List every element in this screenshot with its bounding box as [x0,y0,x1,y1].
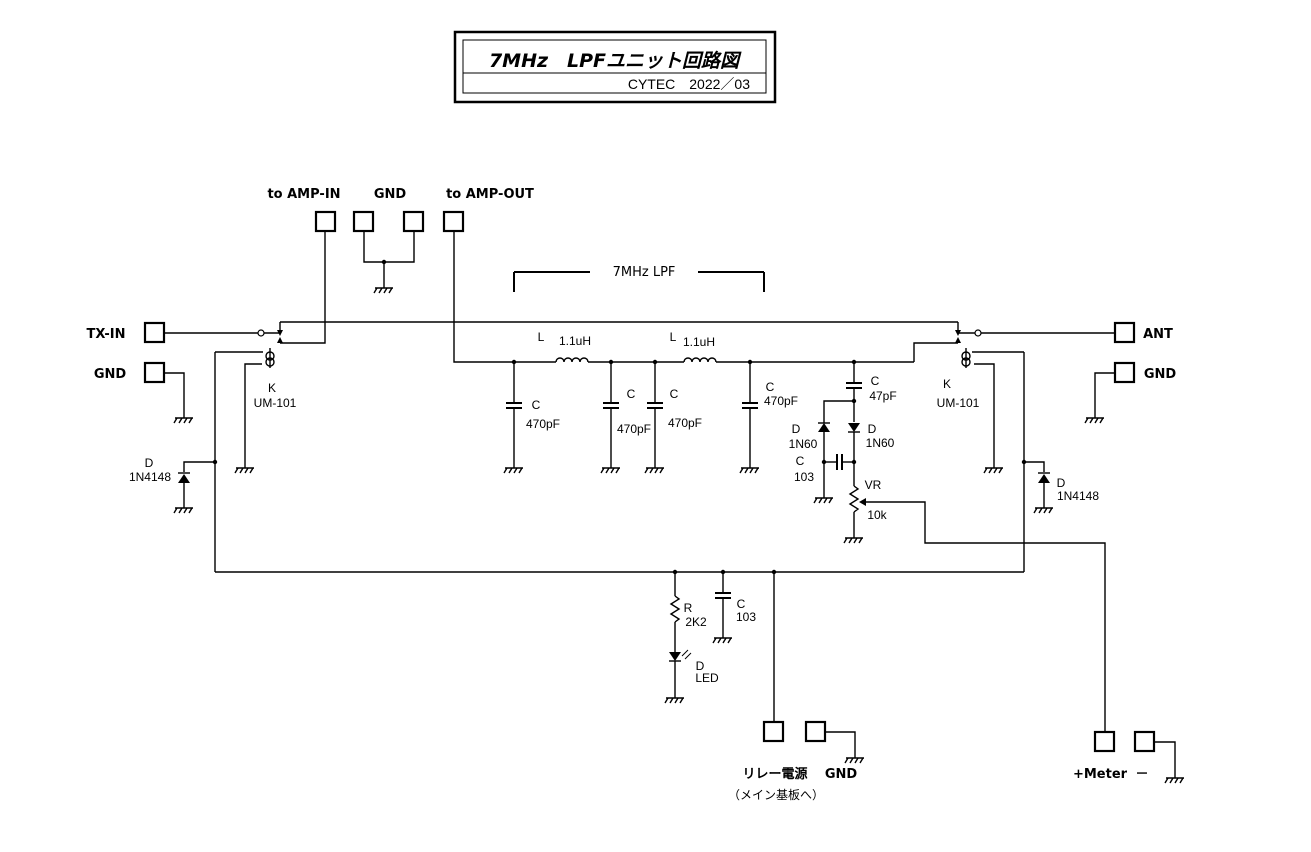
vr-ref: VR [865,478,882,492]
diagram-credit: CYTEC 2022／03 [628,76,750,92]
label-gnd-top: GND [374,187,407,202]
c3-ref: C [670,387,679,401]
label-meter: +Meter [1073,767,1128,782]
terminal-meter-plus [1093,730,1116,753]
diagram-title: 7MHz LPFユニット回路図 [489,50,742,72]
ground-symbol [373,281,394,294]
led-ref: D [696,659,705,673]
l2-value: 1.1uH [683,335,715,349]
inductor-l2 [683,357,717,363]
label-meter-minus: － [1135,767,1148,782]
terminal-meter-minus [1133,730,1156,753]
c1-ref: C [532,398,541,412]
d-det1-ref: D [792,422,801,436]
c1-value: 470pF [526,417,560,431]
label-amp-in: to AMP-IN [267,187,340,202]
label-ant: ANT [1143,327,1173,342]
l1-ref: L [538,330,545,344]
terminal-gnd-top-1 [352,210,375,233]
label-gnd-left: GND [94,367,127,382]
c-det-ref: C [796,454,805,468]
terminal-gnd-top-2 [402,210,425,233]
capacitor-c1 [503,359,524,474]
led-indicator [664,572,692,704]
d-det1-value: 1N60 [789,437,818,451]
c-bypass-value: 103 [736,610,756,624]
c-couple-ref: C [871,374,880,388]
diode-left-value: 1N4148 [129,470,171,484]
led-value: LED [695,671,719,685]
diode-right-value: 1N4148 [1057,489,1099,503]
detector-circuit [813,359,1106,732]
capacitor-c4 [739,359,760,474]
capacitor-c3 [644,359,665,474]
terminal-relay-power [762,720,785,743]
diode-right-ref: D [1057,476,1066,490]
label-amp-out: to AMP-OUT [446,187,534,202]
title-block: 7MHz LPFユニット回路図 CYTEC 2022／03 [453,30,777,104]
d-det2-value: 1N60 [866,436,895,450]
l2-ref: L [670,330,677,344]
diode-left-ref: D [145,456,154,470]
c4-ref: C [766,380,775,394]
relay-left-ref: K [268,381,276,395]
d-det2-ref: D [868,422,877,436]
terminal-amp-out [442,210,465,233]
c-couple-value: 47pF [869,389,896,403]
label-gnd-right: GND [1144,367,1177,382]
vr-value: 10k [867,508,887,522]
label-relay-power-note: （メイン基板へ） [728,788,824,802]
terminal-ant [1113,321,1136,344]
relay-right-ref: K [943,377,951,391]
terminal-gnd-right [1113,361,1136,384]
c4-value: 470pF [764,394,798,408]
c2-ref: C [627,387,636,401]
relay-right-value: UM-101 [937,396,980,410]
c3-value: 470pF [668,416,702,430]
l1-value: 1.1uH [559,334,591,348]
relay-left-value: UM-101 [254,396,297,410]
inductor-l1 [555,357,589,363]
capacitor-bypass [712,572,733,644]
c-bypass-ref: C [737,597,746,611]
relay-right [913,322,1115,572]
filter-bracket: 7MHz LPF [513,265,765,292]
label-relay-power: リレー電源 [742,766,807,782]
capacitor-c2 [600,359,621,474]
terminal-amp-in [314,210,337,233]
r-led-ref: R [684,601,693,615]
label-tx-in: TX-IN [87,327,126,342]
c2-value: 470pF [617,422,651,436]
terminal-gnd-bottom [804,720,827,743]
terminal-gnd-left [143,361,166,384]
c-det-value: 103 [794,470,814,484]
terminal-tx-in [143,321,166,344]
filter-label: 7MHz LPF [613,265,676,280]
label-gnd-bottom: GND [825,767,858,782]
r-led-value: 2K2 [685,615,707,629]
